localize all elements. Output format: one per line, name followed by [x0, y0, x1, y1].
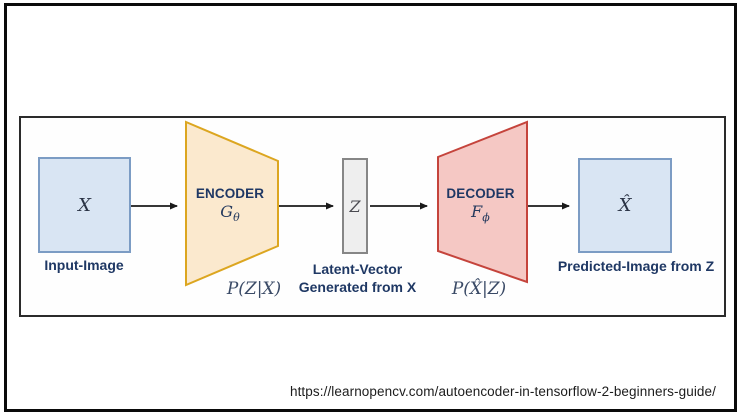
decoder-trapezoid: [437, 120, 528, 284]
latent-vector-caption: Latent-Vector Generated from X: [298, 261, 417, 295]
slide-frame: X Input-Image ENCODER Gθ P(Z|X) Z Latent…: [4, 3, 737, 412]
input-image-caption: Input-Image: [44, 257, 124, 273]
autoencoder-diagram-panel: X Input-Image ENCODER Gθ P(Z|X) Z Latent…: [19, 116, 726, 317]
diagram-shapes: [131, 120, 570, 287]
decoder-label: DECODER Fϕ: [428, 186, 533, 224]
input-symbol: X: [78, 194, 91, 216]
predicted-image-caption: Predicted-Image from Z: [557, 258, 715, 274]
encoder-label: ENCODER Gθ: [178, 186, 282, 224]
decoder-distribution: P(X̂|Z): [451, 279, 507, 299]
encoder-title: ENCODER: [195, 186, 265, 201]
encoder-distribution: P(Z|X): [226, 279, 282, 299]
predicted-image-box: X̂: [578, 158, 672, 253]
encoder-trapezoid: [185, 120, 279, 287]
latent-vector-box: Z: [342, 158, 368, 254]
encoder-function-symbol: Gθ: [220, 202, 240, 225]
output-symbol: X̂: [618, 195, 632, 216]
decoder-title: DECODER: [446, 186, 515, 201]
decoder-function-symbol: Fϕ: [471, 202, 490, 225]
source-url: https://learnopencv.com/autoencoder-in-t…: [289, 384, 716, 399]
input-image-box: X: [38, 157, 131, 253]
latent-symbol: Z: [349, 196, 361, 216]
